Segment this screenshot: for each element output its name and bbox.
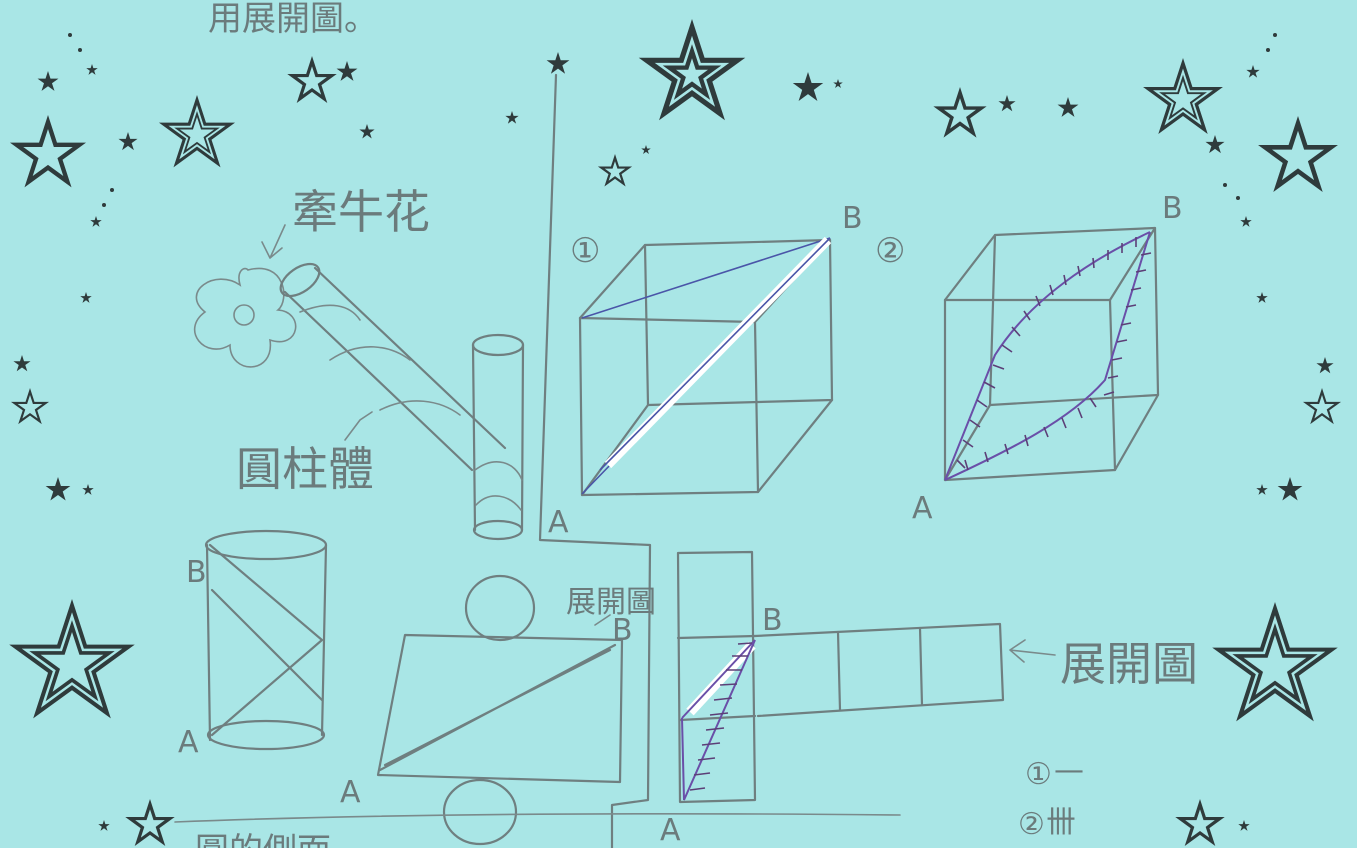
star-icon [505, 111, 519, 124]
star-icon [37, 71, 59, 91]
net-label-mid: 展開圖 [566, 585, 656, 620]
cube-net-point-a: A [660, 813, 681, 848]
cube-net-point-b: B [762, 603, 783, 638]
star-icon [13, 355, 31, 372]
star-icon [792, 72, 824, 101]
star-icon [118, 132, 138, 151]
helix-point-b: B [186, 555, 207, 590]
morning-glory-sketch [193, 224, 297, 368]
cube-net [676, 550, 1056, 804]
star-outline-icon [597, 154, 633, 187]
star-icon [1246, 65, 1260, 78]
star-outline-icon [1302, 388, 1342, 425]
star-outline-icon [158, 95, 236, 168]
star-outline-icon [933, 87, 987, 138]
mid-point-a: A [548, 505, 569, 540]
net-label-right: 展開圖 [1060, 637, 1198, 691]
star-icon [336, 61, 358, 81]
bottom-rule [174, 813, 901, 823]
star-icon [1316, 357, 1334, 374]
helix-point-a: A [178, 725, 199, 760]
star-icon [833, 79, 843, 89]
star-icon [1240, 216, 1252, 227]
legend-2-number: ② [1018, 807, 1045, 842]
star-icon [1057, 97, 1079, 117]
legend: ① — ② 卌 [1018, 753, 1084, 842]
legend-1-number: ① [1025, 757, 1052, 792]
star-icon [1205, 135, 1225, 154]
cube-2-number: ② [875, 231, 905, 271]
star-icon [86, 64, 98, 75]
bottom-text-fragment: 圓的側面 [195, 831, 331, 848]
star-icon [1256, 484, 1268, 495]
star-icon [998, 95, 1016, 112]
cube-1-number: ① [570, 231, 600, 271]
divider-line [538, 73, 652, 848]
star-outline-icon [10, 388, 50, 425]
star-icon [359, 124, 375, 139]
flower-label: 牽牛花 [292, 185, 430, 239]
star-outline-icon [1175, 799, 1225, 847]
net-point-b: B [612, 613, 633, 648]
cylinder-sketch [279, 262, 525, 541]
star-outline-icon [9, 115, 87, 188]
cylinder-net [376, 574, 624, 846]
star-outline-icon [1212, 602, 1338, 722]
star-icon [98, 820, 110, 831]
helix-cylinder [204, 529, 328, 751]
legend-2-mark: 卌 [1046, 805, 1076, 840]
cube-2 [943, 226, 1160, 482]
cylinder-label: 圓柱體 [236, 442, 374, 496]
star-icon [80, 292, 92, 303]
star-outline-icon [9, 599, 135, 719]
decorative-stars [9, 19, 1342, 847]
star-icon [641, 145, 651, 155]
star-icon [1256, 292, 1268, 303]
star-icon [1277, 477, 1303, 501]
star-icon [90, 216, 102, 227]
star-outline-icon [125, 799, 175, 847]
star-icon [45, 477, 71, 501]
cube-1 [578, 236, 834, 497]
net-point-a: A [340, 775, 361, 810]
header-text: 用展開圖。 [208, 0, 378, 39]
cube-2-point-b: B [1162, 191, 1183, 226]
legend-1-mark: — [1054, 753, 1084, 788]
star-outline-icon [1143, 58, 1223, 134]
cube-1-point-b: B [842, 201, 863, 236]
star-outline-icon [1258, 116, 1338, 192]
star-outline-icon [287, 56, 337, 104]
star-icon [82, 484, 94, 495]
cube-2-point-a: A [912, 491, 933, 526]
star-icon [1238, 820, 1250, 831]
star-icon [546, 52, 570, 74]
star-outline-icon [638, 19, 746, 121]
